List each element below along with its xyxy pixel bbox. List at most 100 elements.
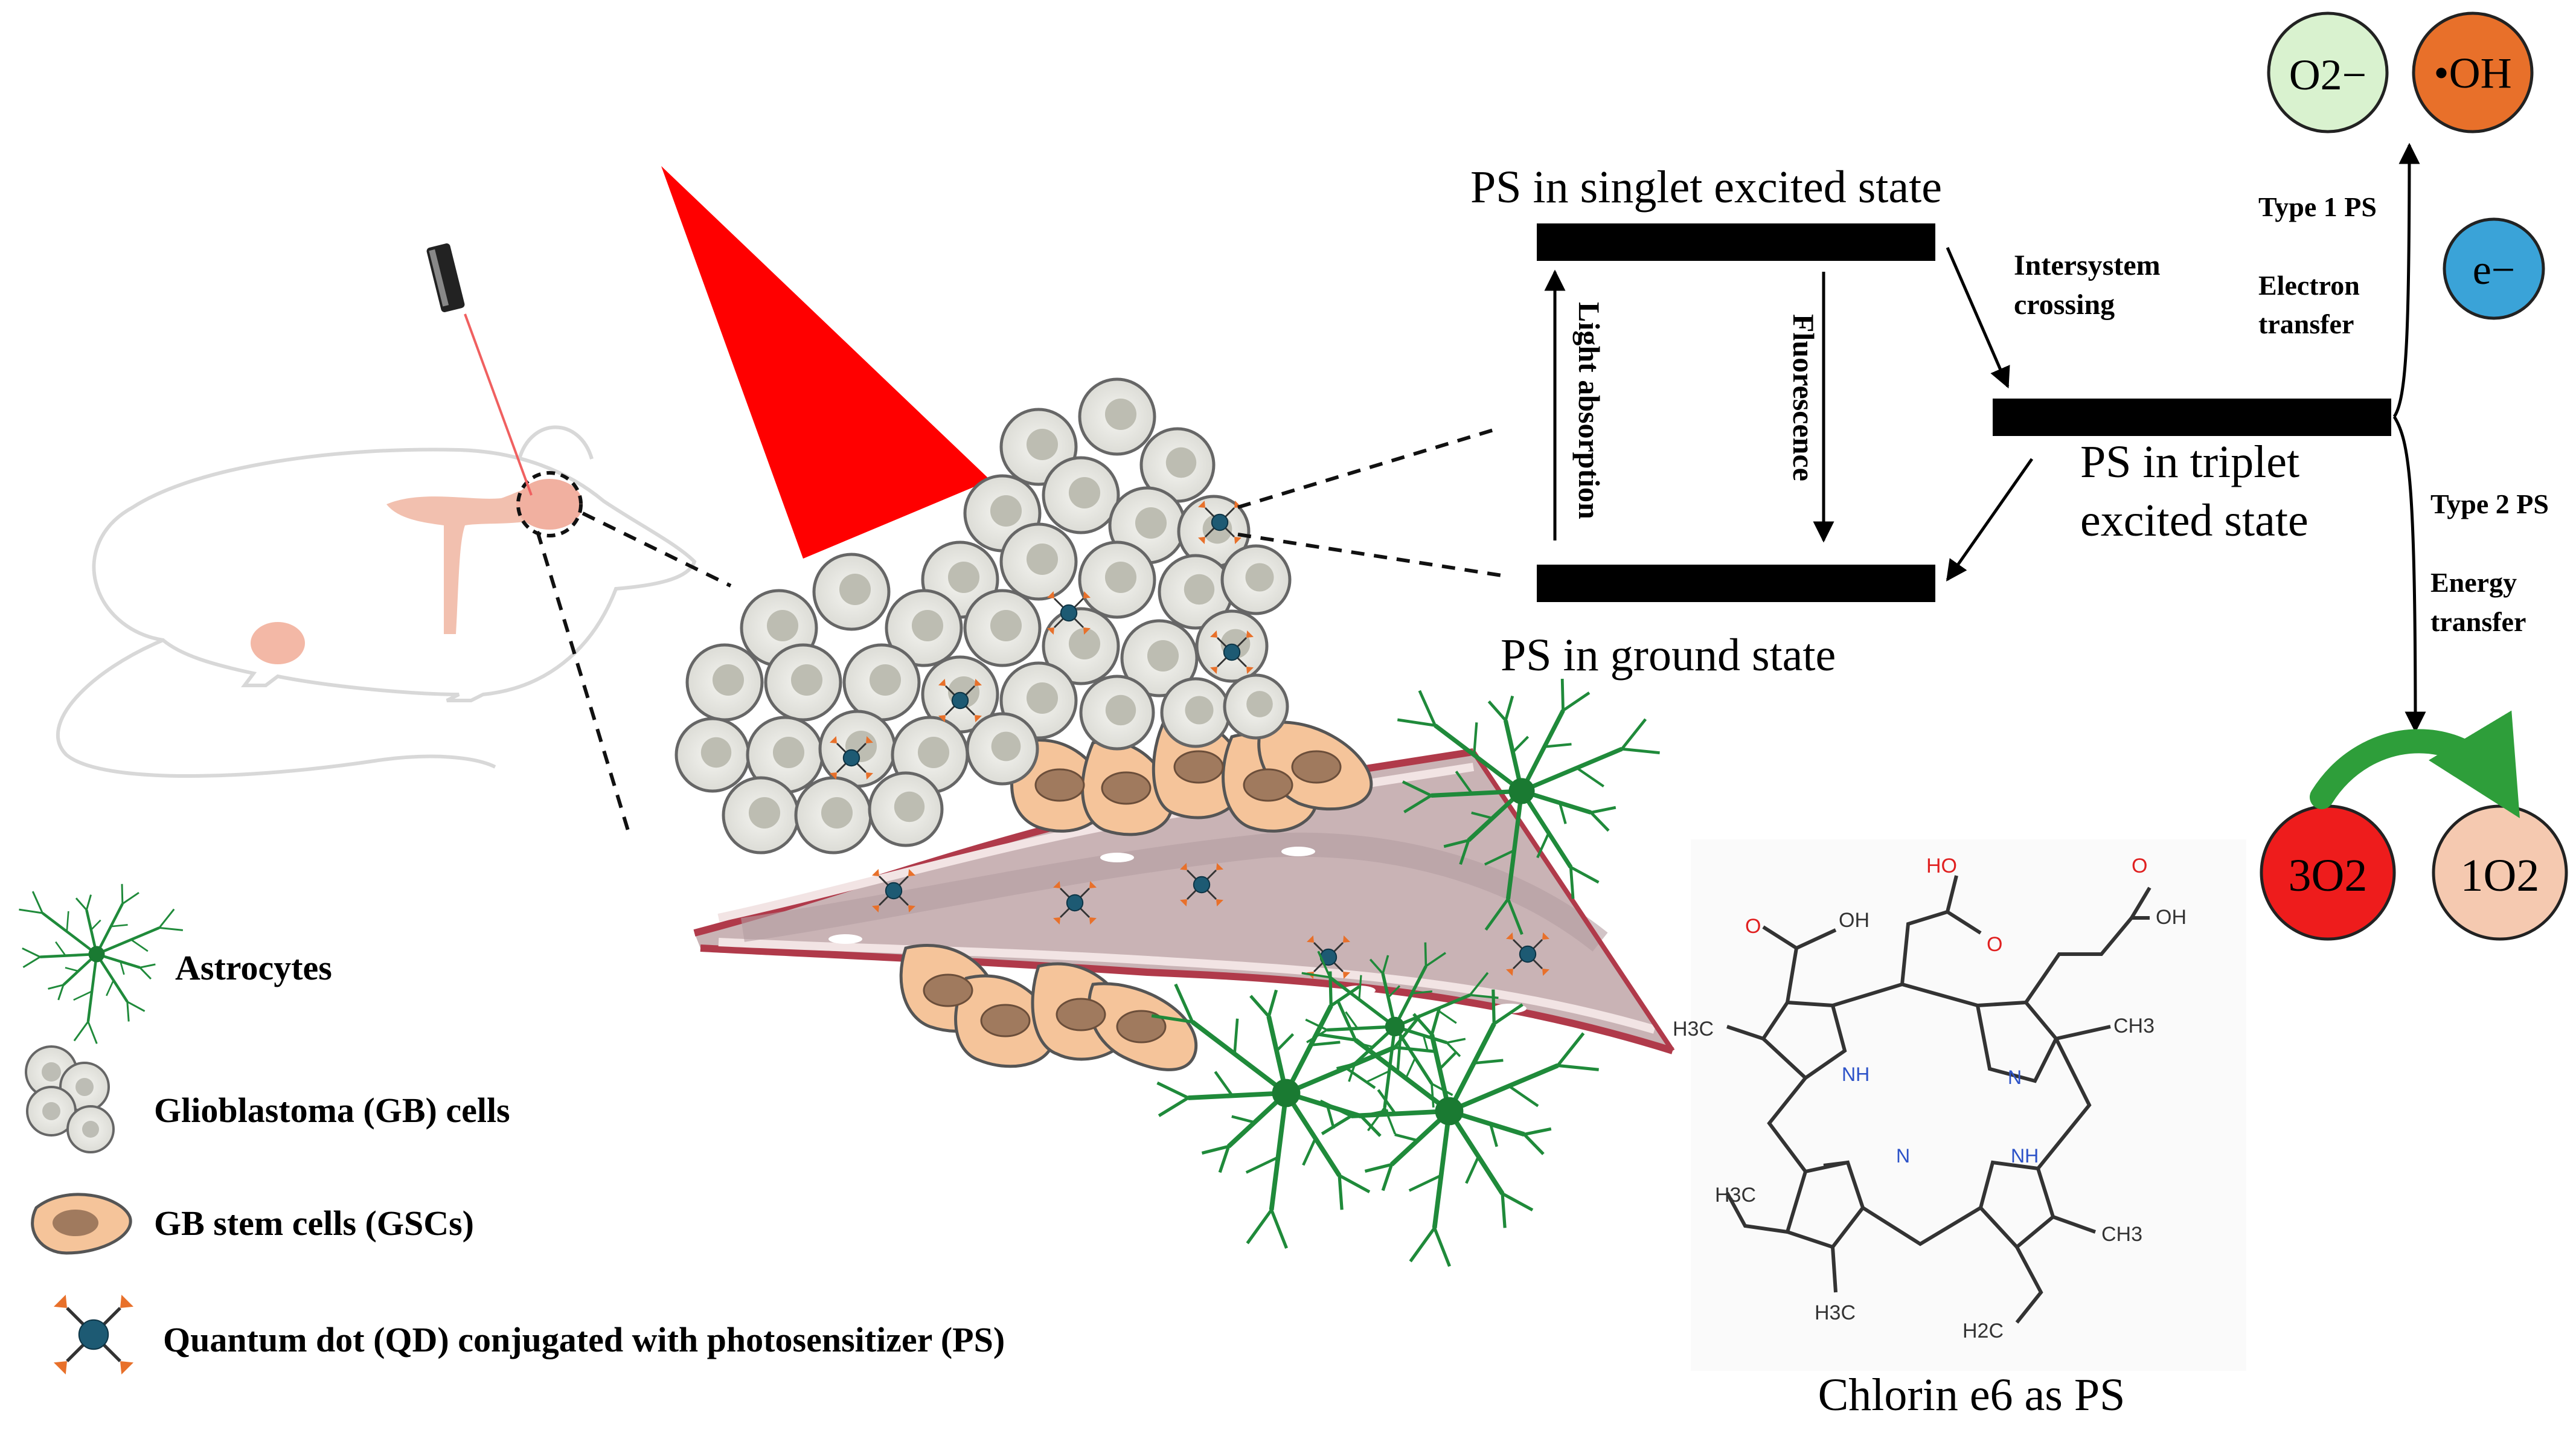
laser-beam bbox=[661, 166, 990, 559]
species-group: O2− •OH e− 3O2 1O2 bbox=[2260, 11, 2568, 941]
gb-cell bbox=[1042, 456, 1120, 534]
astrocyte bbox=[19, 883, 184, 1044]
chlorin-e6-structure: OH O HO O O OH H3C CH3 NH N N NH H3C CH3… bbox=[1673, 839, 2246, 1371]
qd-particle bbox=[1053, 881, 1097, 925]
gb-cell bbox=[885, 589, 963, 667]
triplet-return-arrow bbox=[1946, 458, 2034, 582]
chem-nh2: NH bbox=[2011, 1145, 2039, 1167]
legend-astrocyte-icon bbox=[19, 883, 184, 1044]
chlorin-caption: Chlorin e6 as PS bbox=[1818, 1370, 2126, 1420]
gb-cell bbox=[685, 643, 764, 722]
isc-label-line2: crossing bbox=[2014, 289, 2115, 321]
ground-level bbox=[1537, 565, 1935, 602]
gb-cell bbox=[1079, 675, 1155, 751]
chem-ho: HO bbox=[1926, 854, 1957, 877]
gb-cell bbox=[966, 712, 1039, 786]
gb-cell bbox=[722, 776, 800, 854]
legend: Astrocytes Glioblastoma (GB) cells GB st… bbox=[19, 883, 1005, 1374]
light-absorption-label: Light absorption bbox=[1572, 302, 1606, 519]
singlet-oxygen-label: 1O2 bbox=[2461, 850, 2540, 901]
chem-ch3-right: CH3 bbox=[2113, 1015, 2155, 1037]
legend-qd-icon bbox=[54, 1295, 133, 1374]
gb-cell bbox=[1139, 427, 1216, 503]
astrocyte bbox=[1314, 989, 1599, 1267]
qd-particle bbox=[1307, 935, 1350, 979]
triplet-label-line2: excited state bbox=[2080, 495, 2308, 546]
qd-particle bbox=[1198, 501, 1242, 544]
qd-particle bbox=[872, 869, 915, 912]
mouse-illustration bbox=[56, 425, 697, 778]
astrocyte bbox=[1301, 942, 1499, 1135]
gb-cell bbox=[1220, 544, 1292, 615]
gb-cell bbox=[794, 776, 873, 854]
chem-oh2: OH bbox=[2156, 906, 2187, 929]
legend-gsc-icon bbox=[31, 1193, 132, 1255]
legend-gb-cells-label: Glioblastoma (GB) cells bbox=[154, 1091, 510, 1130]
chem-o2: O bbox=[1987, 933, 2002, 956]
isc-arrow bbox=[1946, 247, 2010, 389]
chem-ch3-mid: CH3 bbox=[2101, 1223, 2142, 1246]
energy-transfer-line1: Energy bbox=[2430, 567, 2517, 598]
astrocyte bbox=[1397, 679, 1660, 935]
gb-cell bbox=[1160, 677, 1231, 748]
triplet-oxygen-label: 3O2 bbox=[2289, 850, 2368, 901]
electron-transfer-line1: Electron bbox=[2258, 270, 2360, 301]
zoom-line-top bbox=[582, 511, 732, 588]
gb-cell bbox=[868, 771, 944, 847]
gb-cell bbox=[674, 717, 751, 793]
gb-cell bbox=[1078, 540, 1156, 619]
singlet-label: PS in singlet excited state bbox=[1470, 162, 1942, 213]
qd-particle bbox=[1210, 630, 1254, 674]
chem-h3c-bottom: H3C bbox=[1815, 1301, 1856, 1324]
curved-conversion-arrow bbox=[2310, 710, 2520, 818]
legend-gb-cells-icon bbox=[25, 1045, 115, 1153]
electron-circle bbox=[2443, 217, 2545, 320]
mouse-brain-spine bbox=[251, 471, 583, 664]
astrocyte bbox=[1151, 971, 1436, 1249]
energy-diagram: PS in singlet excited state PS in ground… bbox=[1470, 143, 2549, 733]
qd-particle bbox=[938, 679, 982, 722]
hydroxyl-circle bbox=[2412, 11, 2534, 133]
energy-transfer-line2: transfer bbox=[2430, 606, 2526, 637]
laser-pointer bbox=[426, 243, 533, 496]
zoom-line-energy-top bbox=[1237, 427, 1498, 509]
type1-arrow bbox=[2392, 143, 2420, 418]
electron-label: e− bbox=[2473, 247, 2516, 293]
electron-transfer-line2: transfer bbox=[2258, 309, 2354, 339]
legend-astrocytes-label: Astrocytes bbox=[175, 948, 332, 987]
chem-h3c-mid: H3C bbox=[1715, 1184, 1756, 1207]
triplet-label-line1: PS in triplet bbox=[2080, 437, 2299, 487]
zoom-line-bottom bbox=[536, 531, 630, 831]
gb-cell bbox=[1042, 607, 1120, 685]
triplet-level bbox=[1993, 399, 2391, 436]
hydroxyl-label: •OH bbox=[2433, 49, 2511, 97]
qd-particle bbox=[1180, 863, 1223, 906]
qd-particle bbox=[1047, 591, 1091, 635]
ground-label: PS in ground state bbox=[1501, 630, 1836, 681]
fluorescence-label: Fluorescence bbox=[1787, 314, 1821, 481]
astrocytes bbox=[1151, 679, 1660, 1267]
qd-particle bbox=[54, 1295, 133, 1374]
qd-particles bbox=[830, 501, 1549, 979]
gb-cell bbox=[963, 589, 1042, 667]
gb-cell bbox=[818, 710, 897, 788]
superoxide-circle bbox=[2267, 11, 2389, 133]
chem-o1: O bbox=[1745, 915, 1761, 938]
chem-o3: O bbox=[2132, 854, 2147, 877]
gb-cell bbox=[1078, 377, 1156, 456]
chem-nh1: NH bbox=[1842, 1063, 1870, 1085]
gb-cell bbox=[1223, 673, 1289, 740]
singlet-level bbox=[1537, 223, 1935, 261]
qd-particle bbox=[830, 736, 873, 780]
gb-cell bbox=[746, 716, 824, 794]
type2-label: Type 2 PS bbox=[2430, 489, 2549, 519]
gsc-nuclei bbox=[923, 750, 1342, 1044]
legend-gsc-label: GB stem cells (GSCs) bbox=[154, 1204, 474, 1243]
chem-oh1: OH bbox=[1839, 909, 1870, 932]
superoxide-label: O2− bbox=[2289, 51, 2367, 99]
chem-n1: N bbox=[2008, 1066, 2022, 1088]
isc-label-line1: Intersystem bbox=[2014, 249, 2161, 281]
type1-label: Type 1 PS bbox=[2258, 191, 2377, 222]
